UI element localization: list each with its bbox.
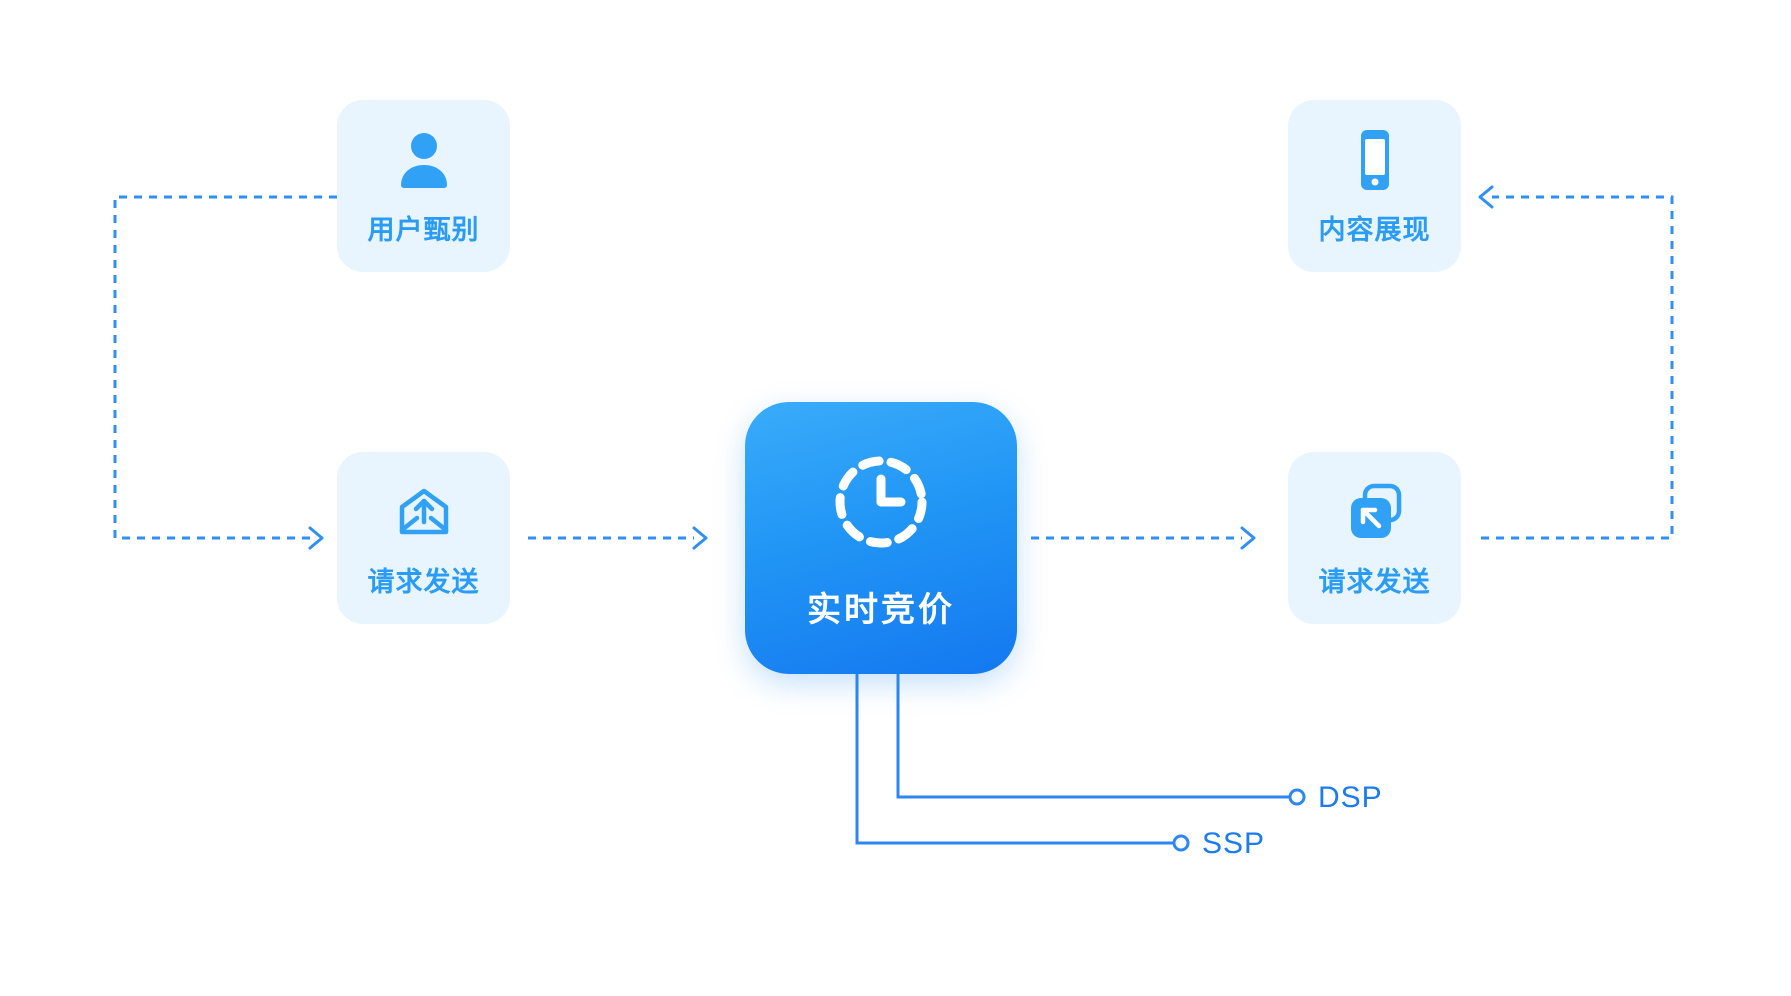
arrowhead-right-into-request-send-2: [1240, 526, 1256, 550]
user-icon: [390, 126, 458, 194]
ssp-label: SSP: [1202, 827, 1266, 860]
dsp-endpoint-dot: [1288, 788, 1306, 806]
arrowhead-left-into-content-display: [1478, 185, 1494, 209]
node-request-send-right: 请求发送: [1288, 452, 1461, 624]
forward-squares-icon: [1341, 478, 1409, 546]
smartphone-icon: [1341, 126, 1409, 194]
arrowhead-right-into-request-send: [308, 526, 324, 550]
dsp-label: DSP: [1318, 781, 1383, 814]
connector-user-to-request-send: [113, 195, 337, 540]
connector-rtb-to-dsp: [896, 674, 1290, 799]
node-request-send-left: 请求发送: [337, 452, 510, 624]
node-user-screening: 用户甄别: [337, 100, 510, 272]
ssp-endpoint-dot: [1172, 834, 1190, 852]
connector-rtb-to-ssp: [855, 674, 1174, 845]
connector-request-send-to-content: [1481, 195, 1674, 540]
node-label-user-screening: 用户甄别: [367, 214, 480, 245]
node-label-request-send-left: 请求发送: [367, 566, 480, 597]
mail-send-icon: [390, 478, 458, 546]
node-label-request-send-right: 请求发送: [1318, 566, 1431, 597]
dashed-clock-icon: [825, 446, 937, 558]
node-label-content-display: 内容展现: [1318, 214, 1431, 245]
node-label-rtb: 实时竞价: [807, 590, 955, 629]
node-rtb-center: 实时竞价: [745, 402, 1017, 674]
node-content-display: 内容展现: [1288, 100, 1461, 272]
arrowhead-right-into-rtb: [692, 526, 708, 550]
